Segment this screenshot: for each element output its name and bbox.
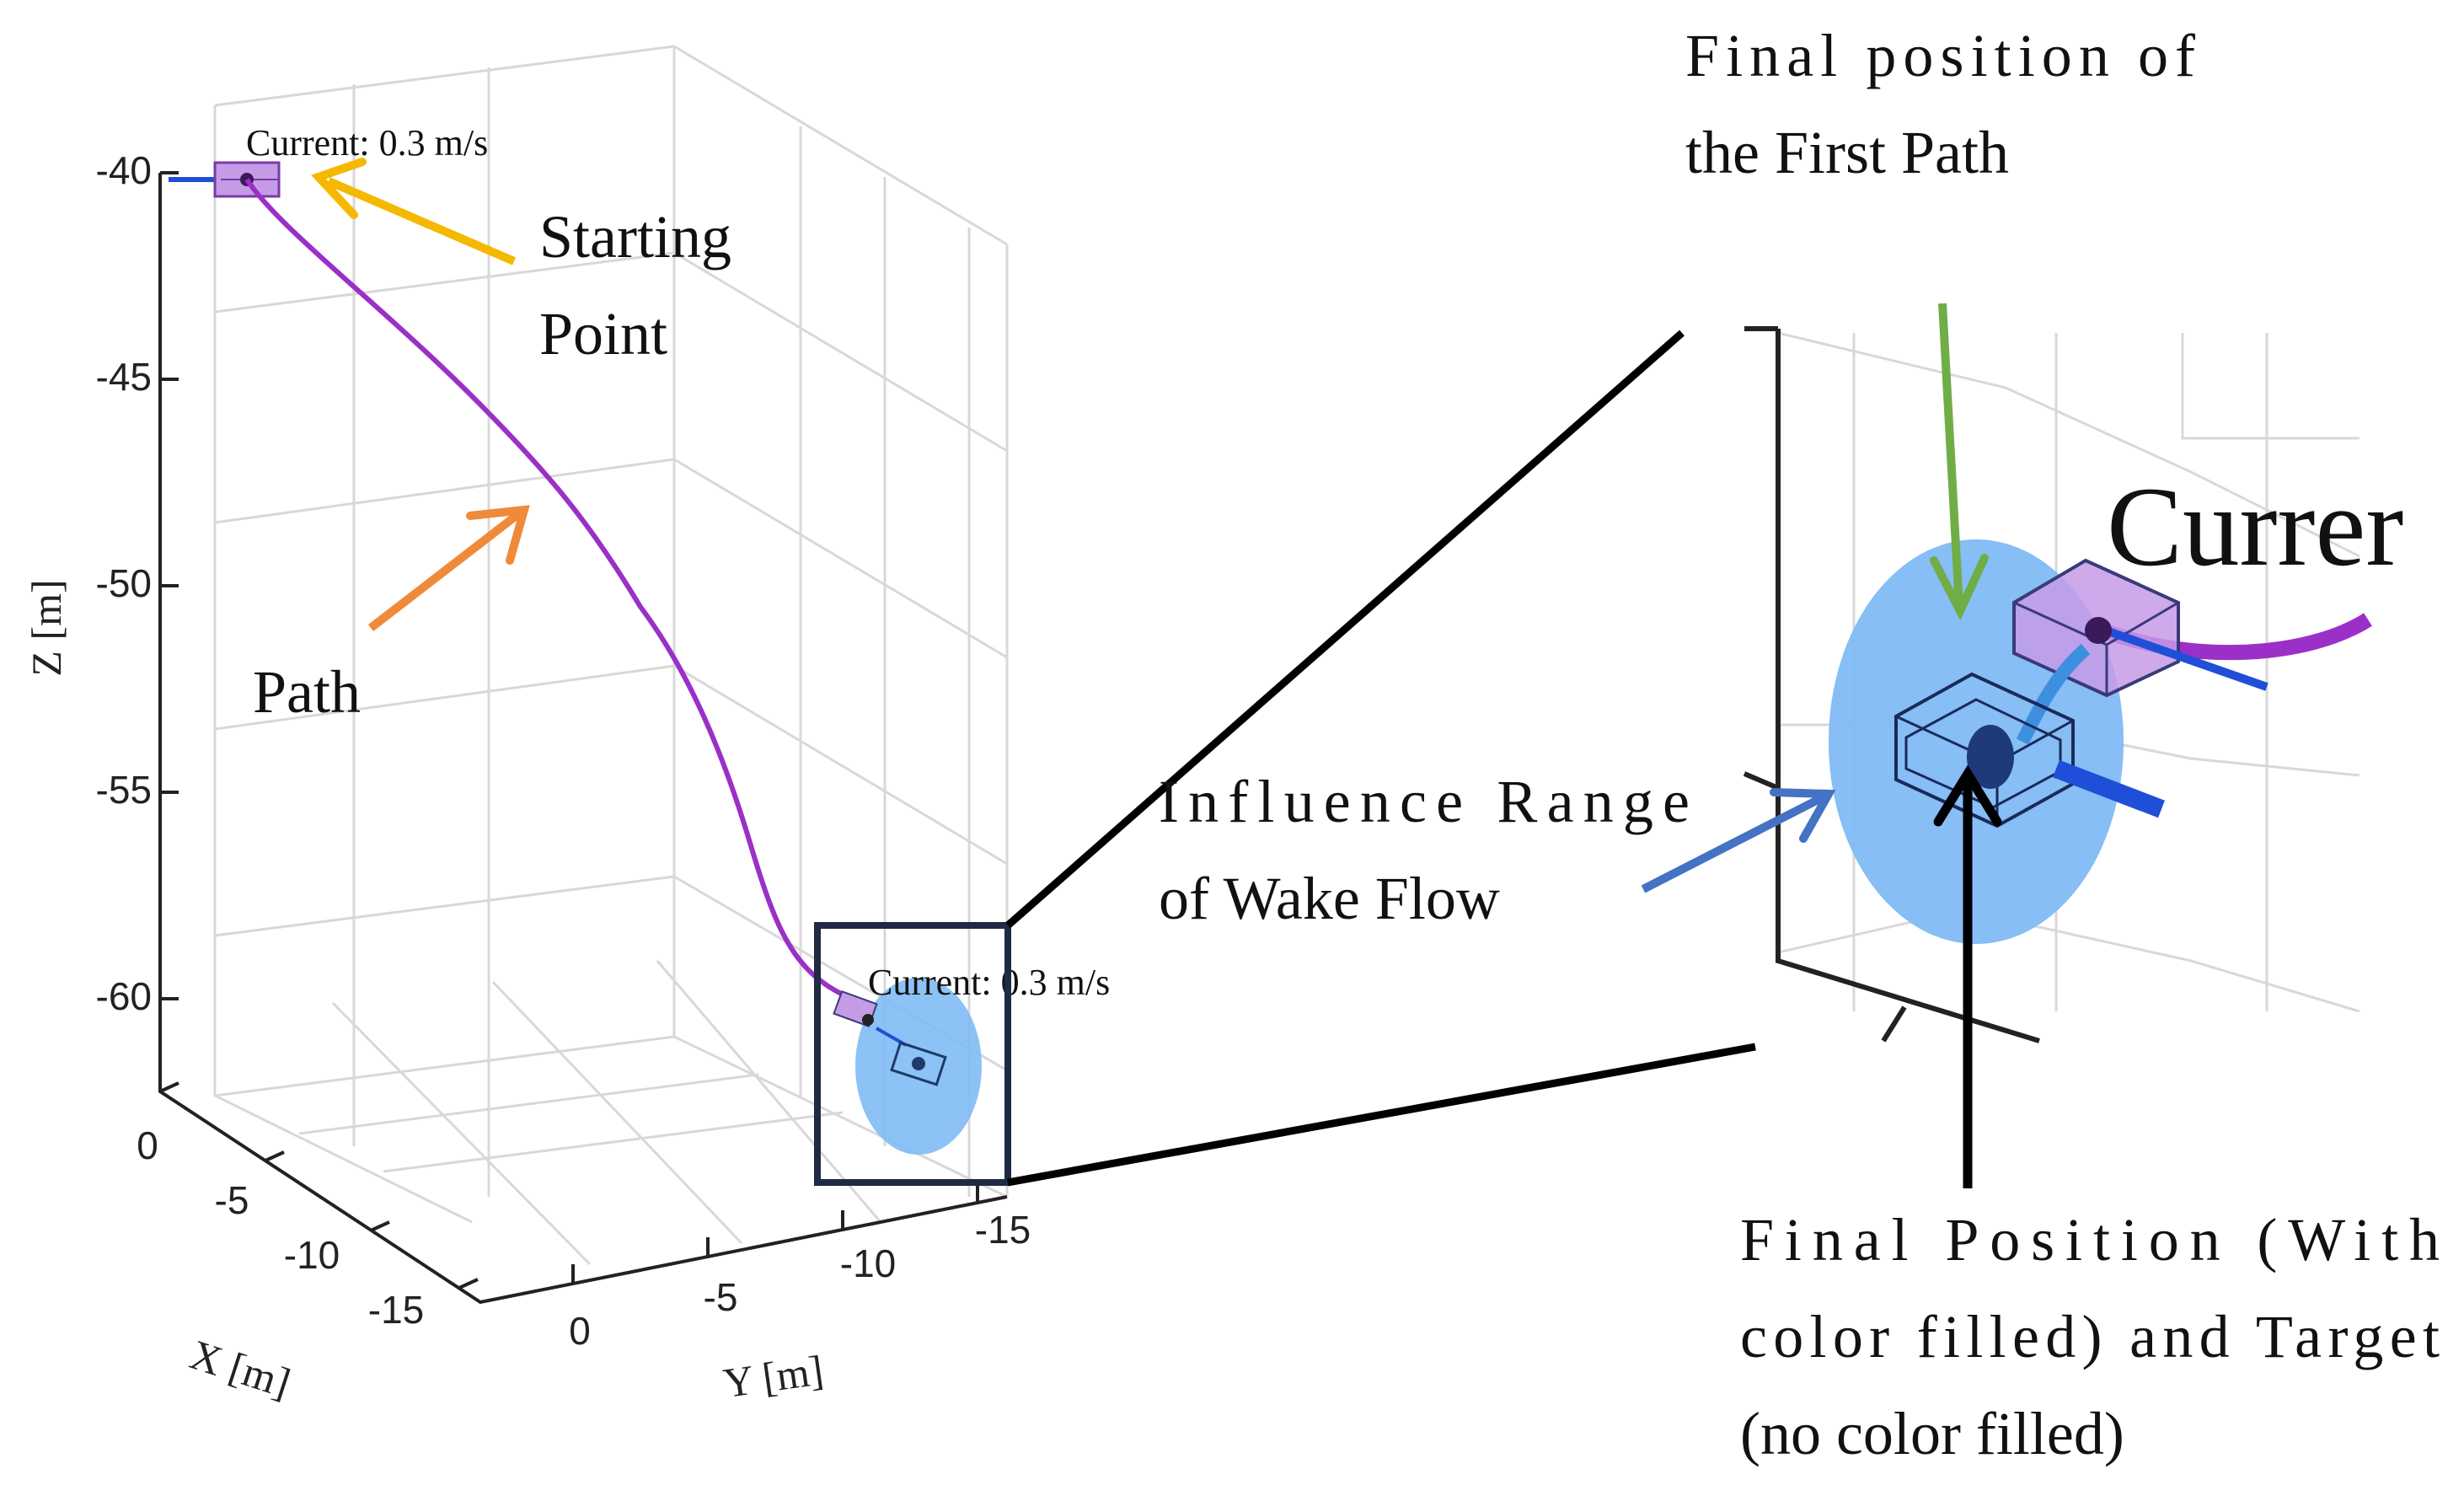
final-position-label: color filled) and Target: [1740, 1303, 2440, 1370]
z-tick-labels: -40 -45 -50 -55 -60: [96, 148, 152, 1018]
wake-label: of Wake Flow: [1159, 865, 1500, 932]
z-tick: -40: [96, 148, 152, 192]
final-position-label: Final Position (With: [1740, 1206, 2440, 1273]
starting-point-label: Starting: [539, 203, 731, 271]
x-tick: -15: [368, 1288, 424, 1332]
target-small: [890, 1041, 947, 1086]
x-tick-labels: 0 -5 -10 -15: [137, 1123, 424, 1332]
x-tick: -5: [215, 1178, 249, 1222]
first-path-arrow: [1938, 303, 1963, 608]
x-tick: -10: [284, 1233, 340, 1277]
first-path-label: Final position of: [1685, 22, 2195, 89]
zoom-inset: Currer: [1743, 326, 2403, 1043]
start-arrow: [327, 177, 516, 265]
current-label-start: Current: 0.3 m/s: [246, 122, 488, 164]
annotation-arrows: [311, 158, 2002, 1188]
first-path-label: the First Path: [1685, 119, 2009, 186]
y-axis-label: Y [m]: [720, 1346, 827, 1407]
y-tick: -5: [704, 1275, 738, 1319]
zoom-connector-top: [1005, 330, 1685, 929]
y-tick-labels: 0 -5 -10 -15: [569, 1208, 1031, 1353]
x-axis-label: X [m]: [185, 1331, 296, 1408]
y-tick: 0: [569, 1309, 591, 1353]
current-label-end: Current: 0.3 m/s: [868, 962, 1110, 1003]
zoom-frame: [814, 922, 1011, 1186]
zoom-current-label: Currer: [2107, 464, 2403, 590]
start-vehicle: [169, 161, 281, 198]
z-tick: -60: [96, 974, 152, 1018]
z-axis-label: Z [m]: [23, 579, 70, 676]
z-tick: -50: [96, 561, 152, 605]
wake-label: Influence Range: [1159, 768, 1690, 835]
wake-arrow: [1641, 792, 1827, 893]
zoom-axis: [1776, 329, 2040, 1043]
zoom-connector-bottom: [1007, 1043, 1756, 1187]
path-label: Path: [253, 658, 361, 726]
y-tick: -15: [975, 1208, 1031, 1252]
x-tick: 0: [137, 1123, 158, 1167]
path-arrow: [367, 511, 522, 631]
y-tick: -10: [840, 1241, 896, 1285]
starting-point-label: Point: [539, 300, 667, 367]
final-position-label: (no color filled): [1740, 1400, 2124, 1467]
vehicle-path: [244, 178, 844, 997]
plot-axes: [158, 171, 1008, 1305]
z-tick: -55: [96, 768, 152, 812]
z-tick: -45: [96, 355, 152, 399]
